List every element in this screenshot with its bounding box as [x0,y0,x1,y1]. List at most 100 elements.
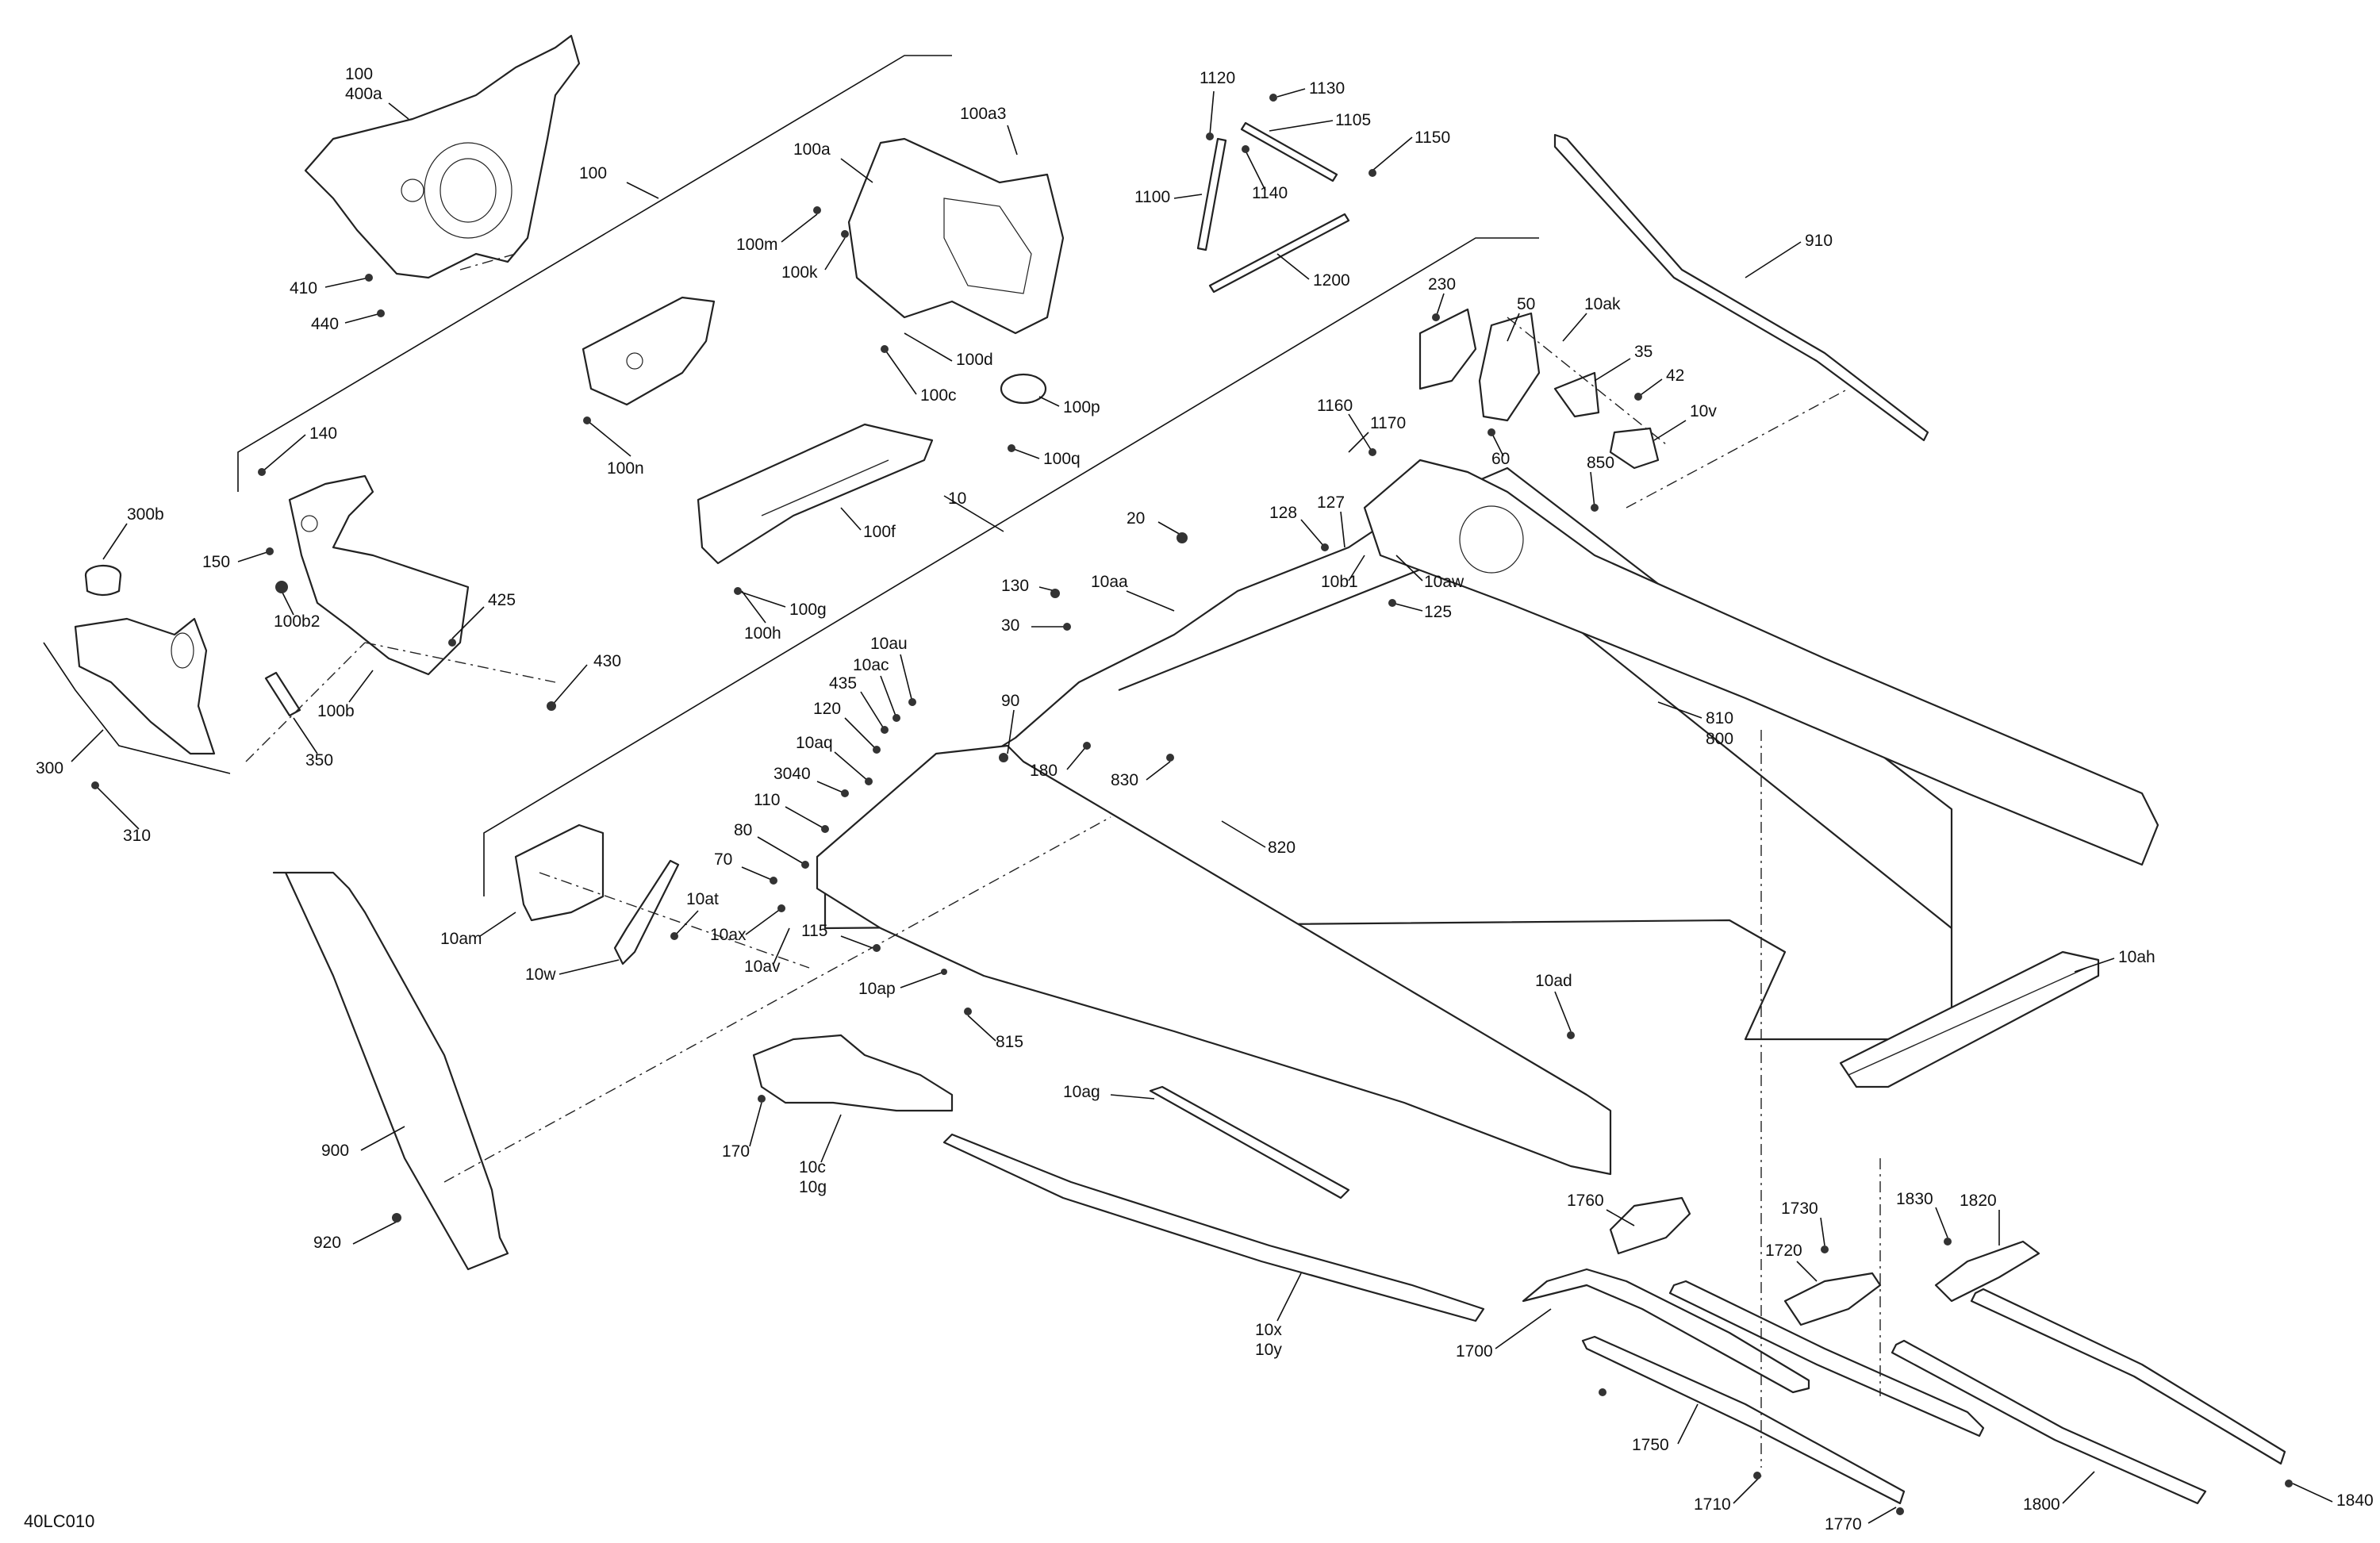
drawing-code: 40LC010 [24,1511,94,1531]
callout-1710: 1710 [1694,1495,1731,1514]
part-100p-cap [1000,373,1047,405]
callout-130: 130 [1001,577,1029,595]
callout-1140: 1140 [1252,184,1288,202]
callout-10ad: 10ad [1535,972,1572,990]
callout-920: 920 [313,1234,341,1252]
callout-410: 410 [290,279,317,297]
part-100b-bracket [288,474,470,676]
callout-815: 815 [996,1033,1023,1051]
callout-150: 150 [202,553,230,571]
callout-125: 125 [1424,603,1452,621]
assembly-boundary-lines [43,55,1539,896]
part-10ag-bar [1149,1085,1350,1199]
part-10w-bracket [613,859,680,965]
callout-10ak: 10ak [1584,295,1621,313]
callout-35: 35 [1634,343,1653,361]
callout-10g: 10g [799,1178,827,1196]
callout-1720: 1720 [1765,1242,1802,1260]
callout-1105: 1105 [1335,111,1371,129]
callout-100h: 100h [744,624,781,643]
callout-10b1: 10b1 [1321,573,1358,591]
callout-100m: 100m [736,236,778,254]
part-300b-grommet [84,564,122,597]
part-50-bracket [1418,308,1477,390]
part-400-bracket [304,34,581,279]
callout-1200: 1200 [1313,271,1350,290]
tunnel-side-right [1363,459,2159,866]
callout-100b2: 100b2 [274,612,320,631]
callout-100p: 100p [1063,398,1100,416]
part-100a-bracket [847,137,1065,335]
callout-1820: 1820 [1960,1192,1997,1210]
callout-1120: 1120 [1200,69,1235,87]
part-1840-rail [1970,1288,2286,1465]
part-900-rail [272,871,509,1271]
part-1750-rail [1581,1335,1906,1505]
callout-30: 30 [1001,616,1019,635]
callout-100f: 100f [863,523,896,541]
callout-50: 50 [1517,295,1535,313]
part-350-pin [264,671,301,717]
callout-1830: 1830 [1896,1190,1933,1208]
callout-820: 820 [1268,839,1296,857]
part-1710-rail [1668,1280,1985,1437]
callout-435: 435 [829,674,857,693]
callout-10x: 10x [1255,1321,1282,1339]
callout-430: 430 [593,652,621,670]
callout-1130: 1130 [1309,79,1345,98]
callout-20: 20 [1127,509,1145,528]
callout-10ap: 10ap [858,980,896,998]
callout-440: 440 [311,315,339,333]
callout-1730: 1730 [1781,1199,1818,1218]
callout-70: 70 [714,850,732,869]
callout-42: 42 [1666,367,1684,385]
part-10v-bracket [1609,427,1660,470]
callout-127: 127 [1317,493,1345,512]
callout-100a: 100a [793,140,831,159]
callout-300b: 300b [127,505,164,524]
callout-1760: 1760 [1567,1192,1604,1210]
part-10c-bracket [752,1034,954,1112]
part-10ak-bracket [1478,312,1541,422]
callout-1750: 1750 [1632,1436,1669,1454]
alignment-lines [245,253,1881,1468]
callout-3040: 3040 [774,765,811,783]
callout-1840: 1840 [2336,1491,2374,1510]
callout-10v: 10v [1690,402,1717,420]
callout-100: 100 [579,164,607,182]
callout-830: 830 [1111,771,1138,789]
part-10am-bracket [514,823,605,922]
callout-230: 230 [1428,275,1456,294]
callout-180: 180 [1030,762,1058,780]
callout-10am: 10am [440,930,482,948]
part-1720-bracket [1783,1272,1882,1326]
part-1100-rod [1196,137,1227,251]
callout-10ax: 10ax [710,926,747,944]
part-910-rail [1553,133,1929,442]
part-1800-rail [1891,1339,2207,1505]
part-100f-channel [697,423,934,565]
callout-100n: 100n [607,459,644,478]
callout-100b: 100b [317,702,355,720]
callout-100k: 100k [781,263,818,282]
callout-10av: 10av [744,958,781,976]
callout-labels: 100 400a 100 410 440 100a 100a3 100m 100… [36,65,2374,1533]
part-10x-bar [942,1133,1485,1322]
callout-170: 170 [722,1142,750,1161]
callout-10aa: 10aa [1091,573,1128,591]
part-10ah-channel [1839,950,2100,1088]
callout-900: 900 [321,1142,349,1160]
callout-120: 120 [813,700,841,718]
callout-1170: 1170 [1370,414,1406,432]
part-1105-rod [1240,121,1338,182]
callout-1770: 1770 [1825,1515,1862,1533]
callout-128: 128 [1269,504,1297,522]
callout-10at: 10at [686,890,719,908]
callout-10au: 10au [870,635,908,653]
callout-10w: 10w [525,965,556,984]
callout-110: 110 [754,791,780,809]
callout-400a: 400a [345,85,382,103]
callout-850: 850 [1587,454,1614,472]
callout-1700: 1700 [1456,1342,1493,1361]
